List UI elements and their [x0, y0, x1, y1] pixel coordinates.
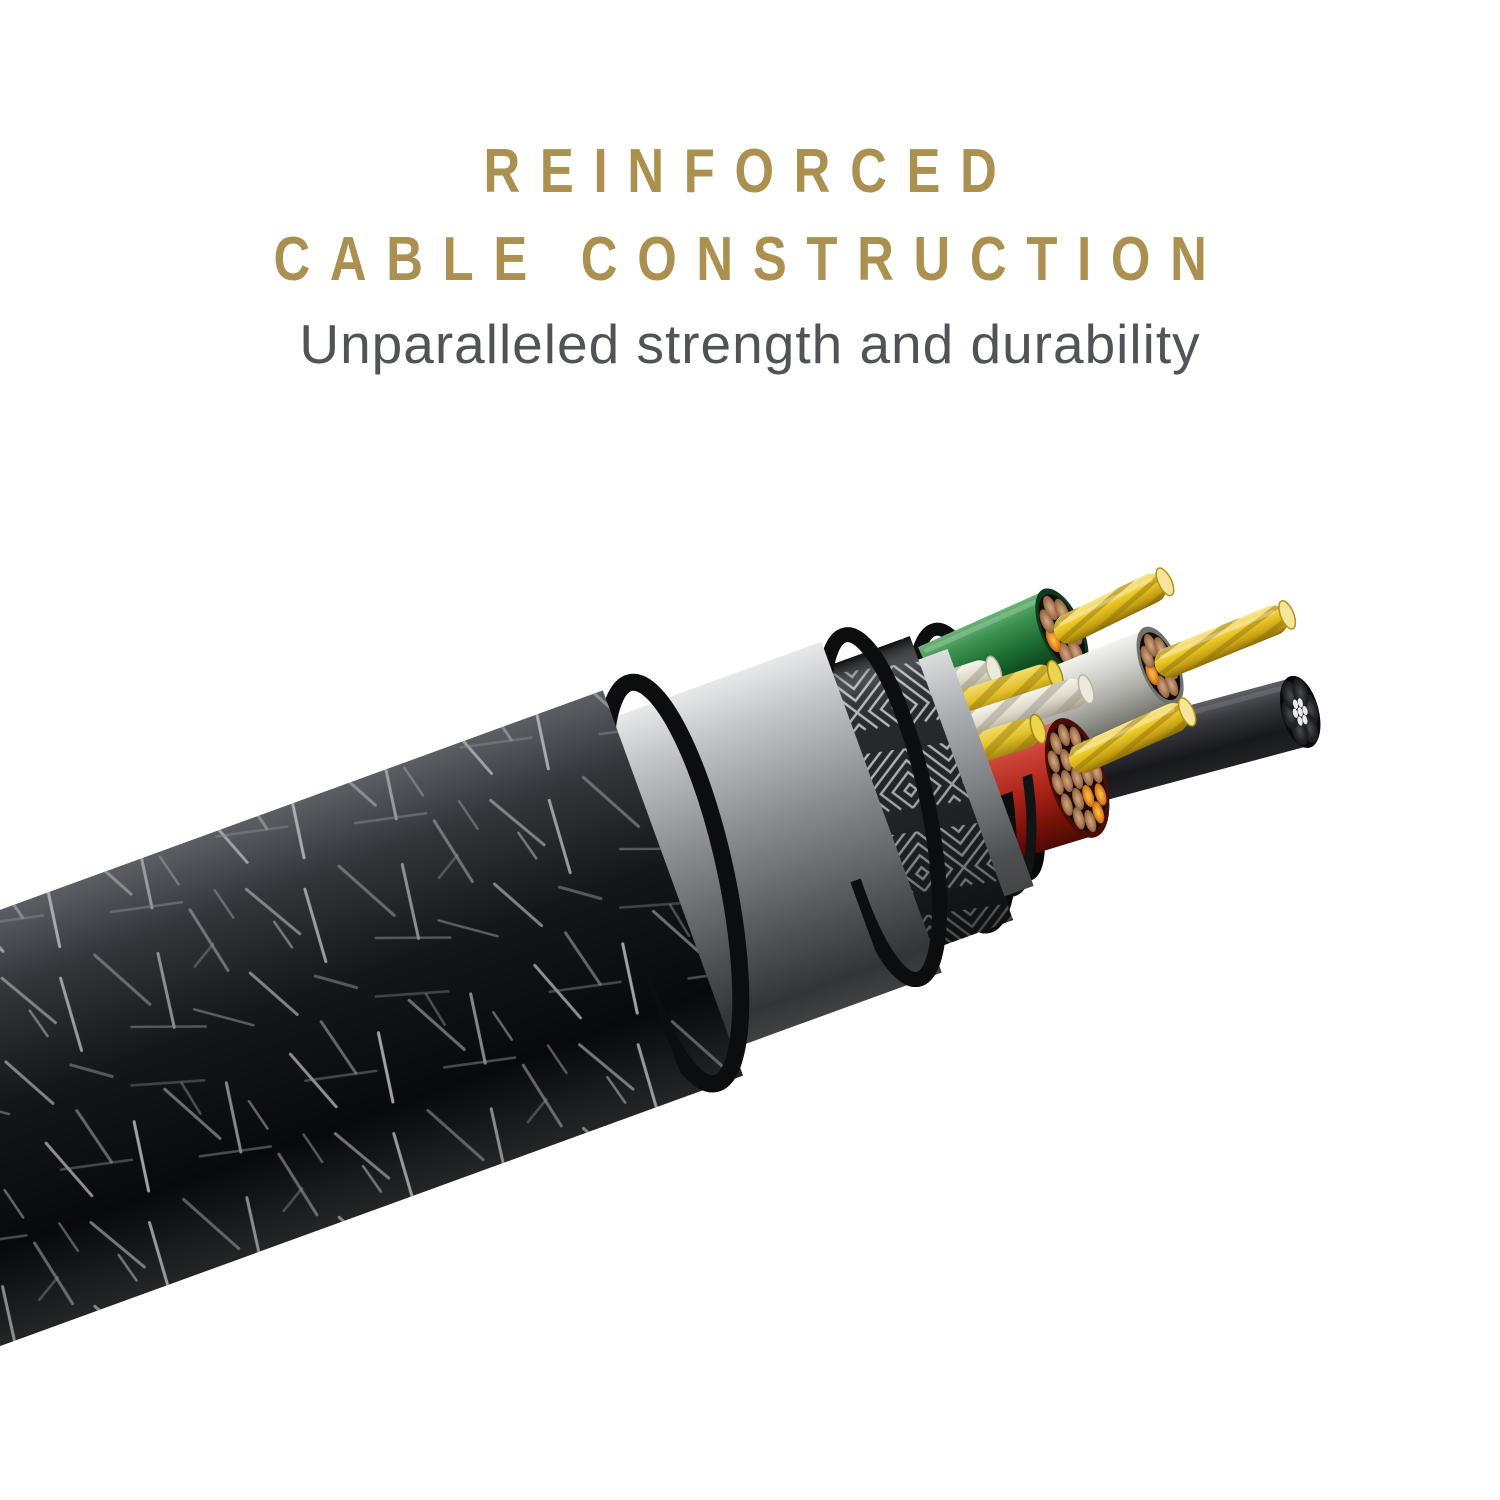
aramid-rod — [1053, 567, 1175, 644]
outer-jacket-flecks — [0, 690, 744, 1500]
aramid-rods — [1053, 567, 1297, 773]
outer-jacket — [0, 690, 744, 1500]
aramid-rod — [1068, 697, 1197, 773]
aramid-rod — [1154, 599, 1297, 678]
cable-cutaway — [0, 567, 1321, 1500]
page-title: REINFORCED CABLE CONSTRUCTION — [135, 128, 1365, 304]
steel-strand-face — [1279, 675, 1321, 748]
title-line-1: REINFORCED — [483, 137, 1017, 206]
title-line-2: CABLE CONSTRUCTION — [273, 225, 1227, 294]
steel-core-wires — [1292, 698, 1308, 726]
page-subtitle: Unparalleled strength and durability — [299, 313, 1201, 375]
